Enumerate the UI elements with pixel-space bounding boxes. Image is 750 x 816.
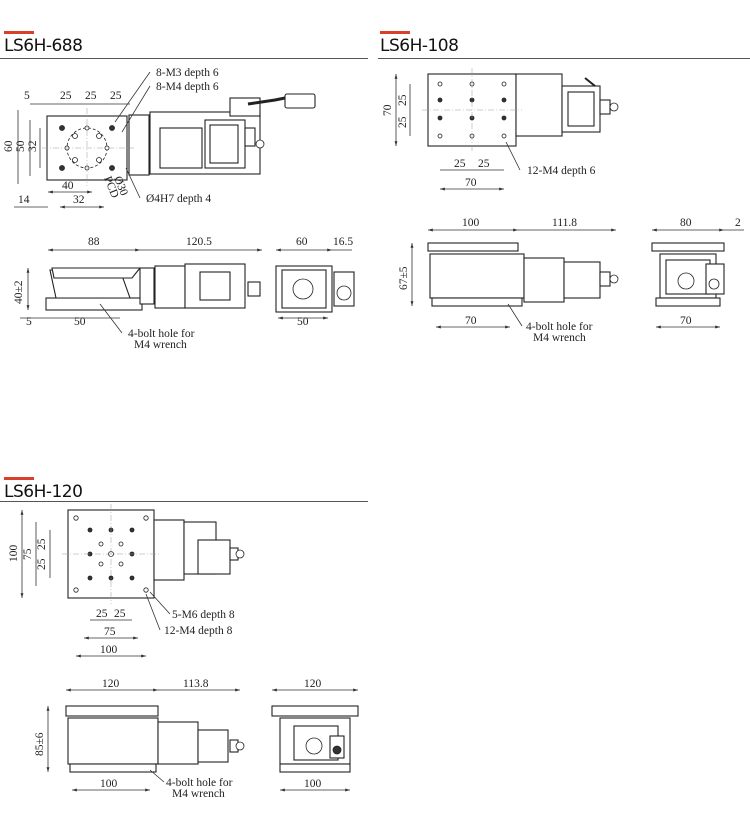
section-title-ls6h120: LS6H-120 <box>4 482 83 502</box>
callout-m4: 12-M4 depth 8 <box>164 625 233 637</box>
dim-label: 75 <box>22 548 34 560</box>
dim-label: 40 <box>62 180 74 192</box>
dim-label: 111.8 <box>552 217 577 229</box>
dim-label: 67±5 <box>398 266 410 290</box>
base <box>431 297 523 307</box>
dim-label: 120 <box>304 678 322 690</box>
accent-bar-ls6h688 <box>4 31 34 34</box>
motor <box>197 539 231 575</box>
dim-label: 70 <box>680 315 692 327</box>
dim-label: 60 <box>296 236 308 248</box>
ls6h120-end-view: 120 100 <box>271 678 359 792</box>
callout-h7: Ø4H7 depth 4 <box>146 193 211 205</box>
dim-label: 70 <box>382 104 394 116</box>
ls6h108-side-view: 100 111.8 67±5 70 4-bolt hole for M4 wre… <box>398 217 619 344</box>
ls6h108-top-view: 70 25 25 25 25 70 12-M4 depth 6 <box>382 68 619 191</box>
note-wrench: M4 wrench <box>172 788 225 800</box>
dim-label: 25 <box>36 538 48 550</box>
note-wrench: M4 wrench <box>533 332 586 344</box>
dim-label: 100 <box>100 644 118 656</box>
dim-label: 50 <box>74 316 86 328</box>
accent-bar-ls6h108 <box>380 31 410 34</box>
dim-label: 60 <box>3 140 15 152</box>
dim-label: 25 <box>478 158 490 170</box>
ls6h108-end-view: 80 2 70 <box>651 217 744 329</box>
dim-label: 25 <box>454 158 466 170</box>
note-bolt-hole: 4-bolt hole for <box>526 321 593 333</box>
base <box>45 297 143 311</box>
dim-label: 25 <box>110 90 122 102</box>
dim-label: 88 <box>88 236 100 248</box>
callout-m3: 8-M3 depth 6 <box>156 67 219 79</box>
dim-label: 25 <box>85 90 97 102</box>
dim-label: 25 <box>397 94 409 106</box>
dim-label: 5 <box>26 316 32 328</box>
note-bolt-hole: 4-bolt hole for <box>166 777 233 789</box>
dim-label: 100 <box>8 545 20 563</box>
divider-ls6h108 <box>378 58 750 59</box>
dim-label: 100 <box>100 778 118 790</box>
top-plate <box>427 242 519 252</box>
accent-bar-ls6h120 <box>4 477 34 480</box>
dim-label: 50 <box>15 140 27 152</box>
dim-label: 113.8 <box>183 678 209 690</box>
dim-label: 25 <box>397 116 409 128</box>
dim-label: 70 <box>465 315 477 327</box>
dim-label: 25 <box>96 608 108 620</box>
ls6h688-top-view: 5 25 25 25 60 50 32 40 14 32 8-M3 depth … <box>3 67 316 209</box>
cable <box>247 96 286 106</box>
dim-label: 32 <box>73 194 85 206</box>
dim-label: 85±6 <box>34 732 46 756</box>
dim-label: 25 <box>60 90 72 102</box>
dim-label: 16.5 <box>333 236 353 248</box>
dim-label: 32 <box>27 140 39 152</box>
ls6h120-top-view: 100 75 25 25 25 25 75 100 5-M6 depth 8 1… <box>8 504 245 658</box>
note-wrench: M4 wrench <box>134 339 187 351</box>
ls6h120-side-view: 120 113.8 85±6 100 4-bolt hole for M4 wr… <box>34 678 245 800</box>
dim-label: 80 <box>680 217 692 229</box>
dim-label: 25 <box>114 608 126 620</box>
dim-label: 70 <box>465 177 477 189</box>
motor <box>197 729 229 763</box>
dim-label: 50 <box>297 316 309 328</box>
section-title-ls6h108: LS6H-108 <box>380 36 459 56</box>
dim-label: 120 <box>102 678 120 690</box>
callout-m4: 8-M4 depth 6 <box>156 81 219 93</box>
dim-label: 120.5 <box>186 236 212 248</box>
base <box>69 763 157 773</box>
dim-label: 14 <box>18 194 30 206</box>
divider-ls6h120 <box>0 501 368 502</box>
section-title-ls6h688: LS6H-688 <box>4 36 83 56</box>
ls6h688-side-view: 88 120.5 40±2 5 50 4-bolt hole for M4 wr… <box>13 236 262 351</box>
dim-label: 100 <box>462 217 480 229</box>
dim-label: 25 <box>36 558 48 570</box>
connector <box>284 93 316 109</box>
dim-label: 75 <box>104 626 116 638</box>
ls6h688-end-view: 60 16.5 50 <box>275 236 355 328</box>
divider-ls6h688 <box>0 58 368 59</box>
callout-m4: 12-M4 depth 6 <box>527 165 596 177</box>
callout-m6: 5-M6 depth 8 <box>172 609 235 621</box>
dim-label: 5 <box>24 90 30 102</box>
motor <box>563 261 601 299</box>
dim-label: 2 <box>735 217 741 229</box>
dim-label: 100 <box>304 778 322 790</box>
top-plate <box>65 705 159 717</box>
dim-label: 40±2 <box>13 280 25 304</box>
note-bolt-hole: 4-bolt hole for <box>128 328 195 340</box>
